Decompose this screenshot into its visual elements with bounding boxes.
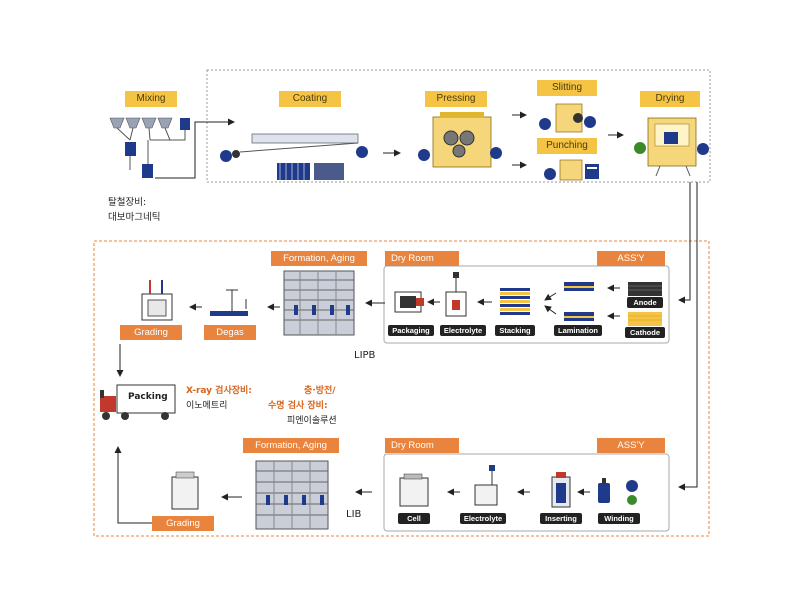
lib-formation-label: Formation, Aging	[243, 438, 339, 453]
inserting-label: Inserting	[540, 513, 582, 524]
lipb-line-label: LIPB	[354, 350, 376, 361]
lipb-grading-label: Grading	[120, 325, 182, 340]
lipb-electrolyte-label: Electrolyte	[440, 325, 486, 336]
electrode-process-frame	[206, 69, 711, 183]
cell-icon	[399, 473, 429, 507]
lamination-label: Lamination	[554, 325, 602, 336]
slitting-machine-icon	[539, 103, 596, 133]
life-inspection-title: 수명 검사 장비:	[268, 401, 328, 411]
stacking-label: Stacking	[495, 325, 535, 336]
degas-label: Degas	[204, 325, 256, 340]
lib-formation-rack-icon	[255, 460, 329, 530]
packing-label: Packing	[128, 392, 168, 402]
lib-line-label: LIB	[346, 509, 362, 520]
degas-icon	[210, 289, 248, 316]
charge-discharge-title: 충·방전/	[304, 386, 336, 396]
lipb-grading-icon	[141, 280, 173, 321]
anode-stack-icon	[628, 282, 662, 296]
assembly-area-frame	[93, 240, 710, 537]
life-inspection-vendor: 피엔이솔루션	[287, 416, 337, 426]
packaging-pouch-icon	[394, 291, 424, 313]
anode-label: Anode	[627, 297, 663, 308]
cathode-label: Cathode	[625, 327, 665, 338]
punching-label: Punching	[537, 138, 597, 154]
lipb-dry-room-label: Dry Room	[385, 251, 459, 266]
lib-dryroom-frame	[383, 453, 670, 532]
drying-oven-icon	[634, 117, 709, 177]
lamination-icon	[564, 282, 594, 321]
mixing-equipment-icon	[109, 117, 190, 178]
slitting-label: Slitting	[537, 80, 597, 96]
inserting-can-icon	[551, 472, 571, 508]
packing-truck-icon	[100, 384, 176, 420]
xray-equipment-title: X-ray 검사장비:	[186, 386, 252, 396]
magnetic-equipment-note-vendor: 대보마그네틱	[108, 212, 161, 223]
winding-label: Winding	[598, 513, 640, 524]
pressing-label: Pressing	[425, 91, 487, 107]
drying-label: Drying	[640, 91, 700, 107]
mixing-label: Mixing	[125, 91, 177, 107]
cell-label: Cell	[398, 513, 430, 524]
lipb-formation-label: Formation, Aging	[271, 251, 367, 266]
xray-equipment-vendor: 이노메트리	[186, 401, 228, 411]
cathode-stack-icon	[628, 312, 662, 326]
lib-electrolyte-label: Electrolyte	[460, 513, 506, 524]
lipb-assy-label: ASS'Y	[597, 251, 665, 266]
packaging-label: Packaging	[388, 325, 434, 336]
magnetic-equipment-note-title: 탈철장비:	[108, 197, 147, 208]
stacking-icon	[500, 288, 530, 315]
lib-electrolyte-icon	[474, 465, 498, 506]
lib-grading-icon	[171, 471, 199, 510]
lipb-formation-rack-icon	[283, 270, 355, 336]
lib-dry-room-label: Dry Room	[385, 438, 459, 453]
coating-machine-icon	[220, 133, 368, 180]
pressing-machine-icon	[418, 112, 502, 168]
lib-grading-label: Grading	[152, 516, 214, 531]
lib-assy-label: ASS'Y	[597, 438, 665, 453]
punching-machine-icon	[544, 159, 599, 181]
electrolyte-filling-icon	[445, 272, 467, 317]
lipb-dryroom-frame	[383, 265, 670, 344]
winding-icon	[598, 478, 638, 505]
coating-label: Coating	[279, 91, 341, 107]
